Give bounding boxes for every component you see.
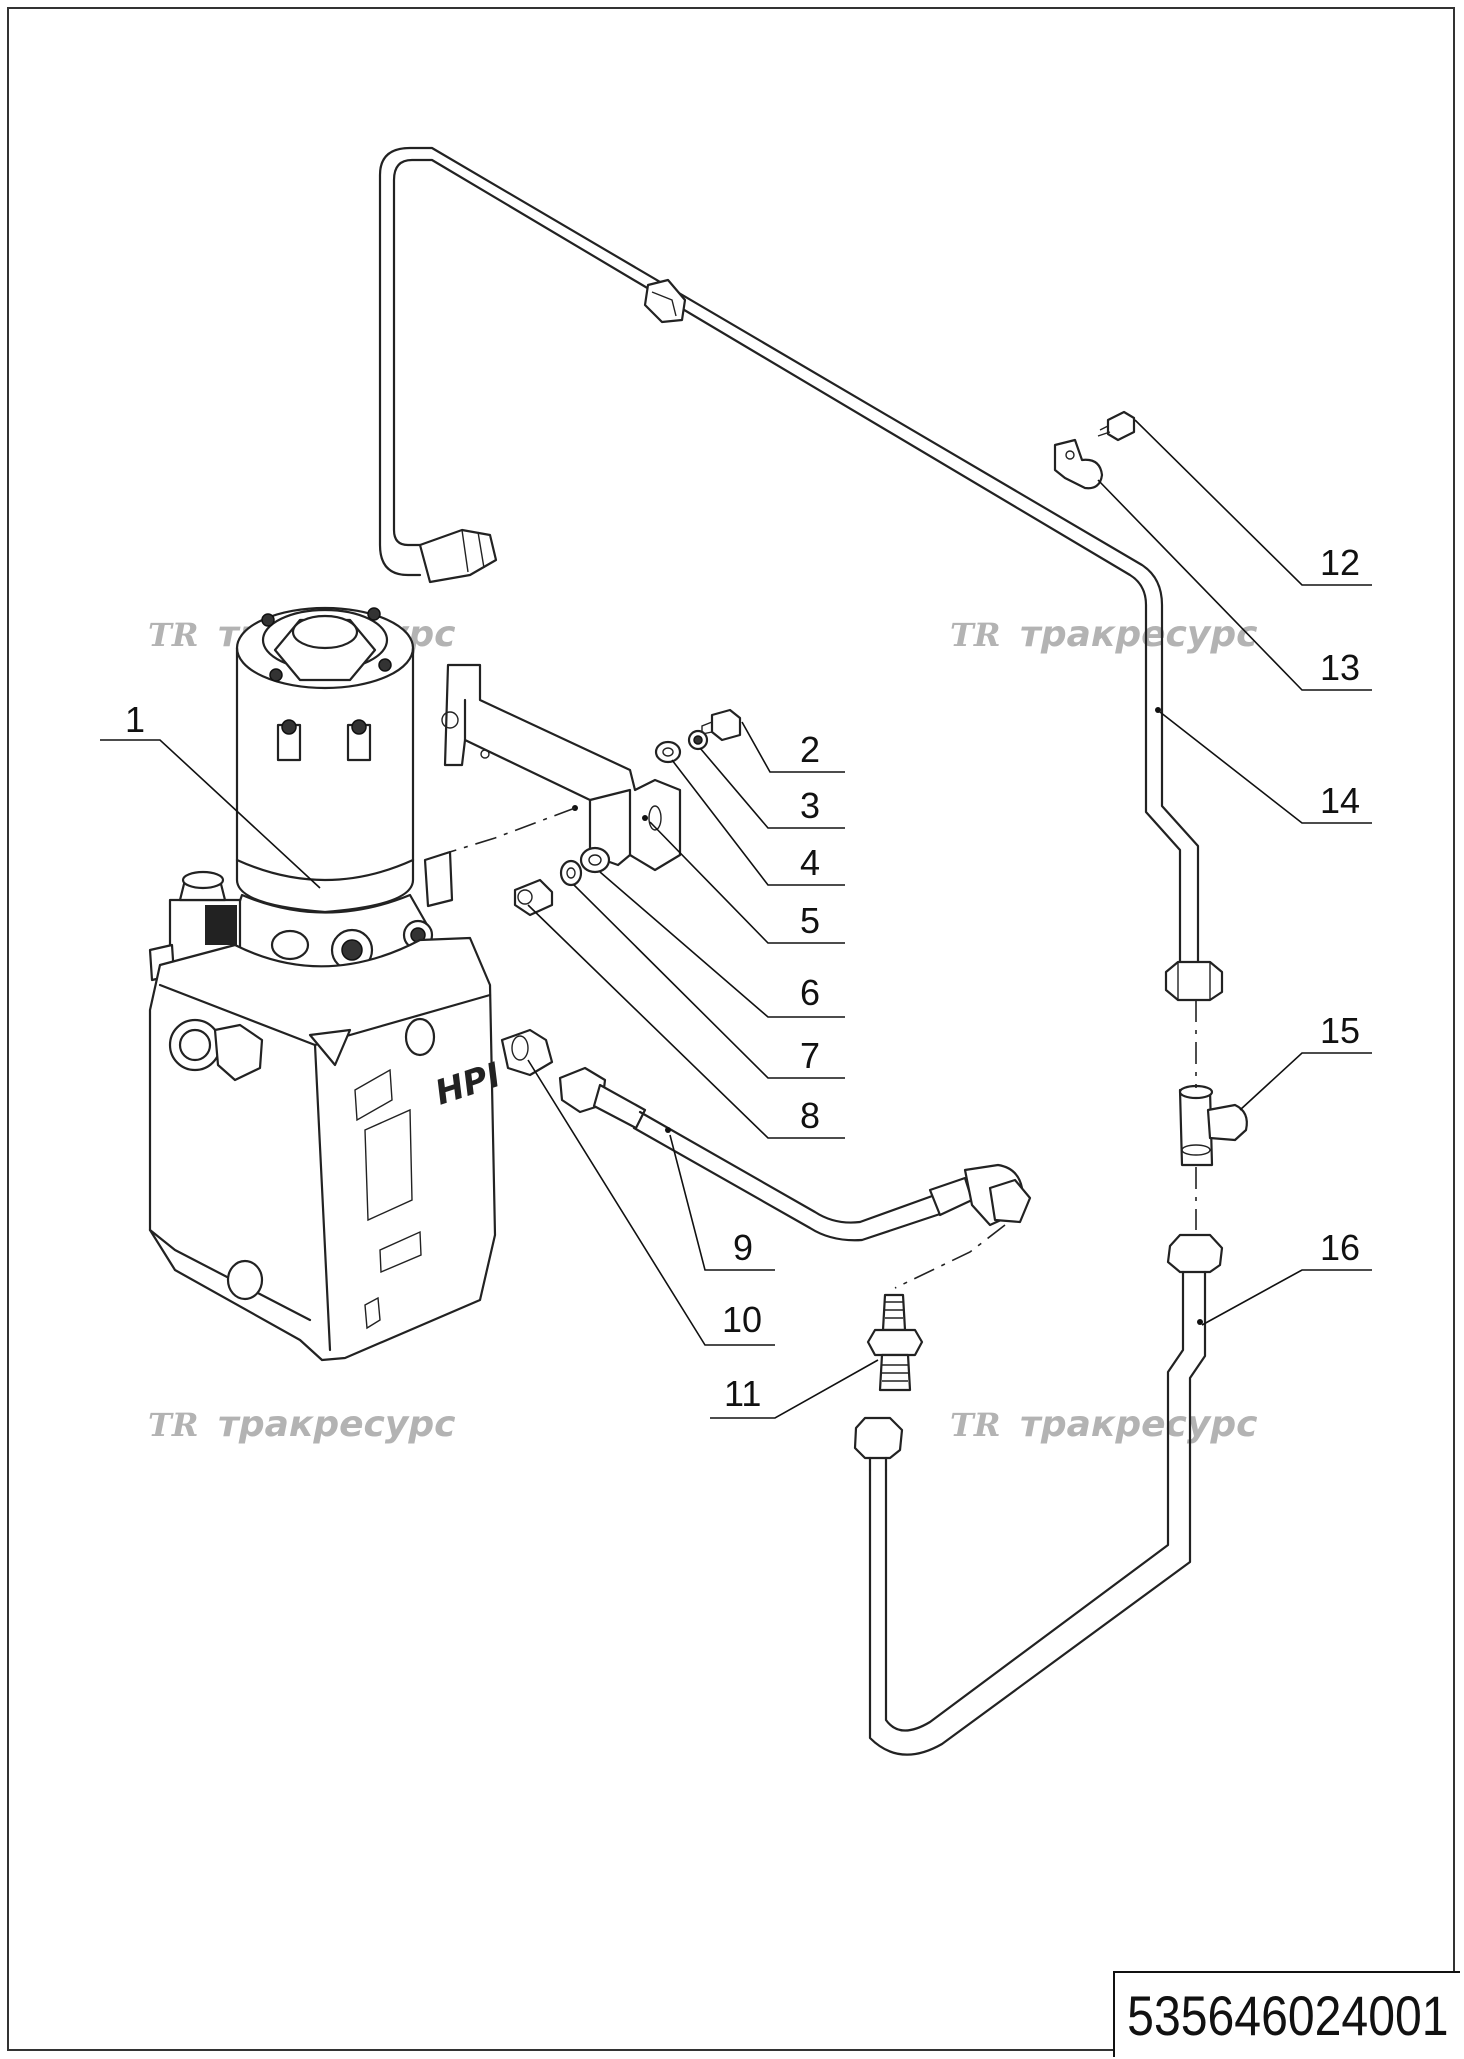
assembly-line-bracket bbox=[439, 807, 576, 856]
pressure-pipe-16 bbox=[853, 1233, 1224, 1756]
pressure-pipe-14 bbox=[378, 146, 1224, 1002]
hose-9 bbox=[500, 1028, 1032, 1242]
watermark-logo: TR bbox=[148, 1406, 198, 1444]
watermark-text: тракресурс bbox=[1020, 614, 1257, 655]
leader-lines bbox=[100, 419, 1372, 1419]
clip-13 bbox=[1053, 438, 1104, 490]
washer-3 bbox=[687, 729, 709, 751]
washer-6 bbox=[579, 846, 611, 874]
watermark-text: тракресурс bbox=[1020, 1404, 1257, 1445]
callout-2: 2 bbox=[800, 729, 820, 770]
watermark-text: тракресурс bbox=[218, 1404, 455, 1445]
callout-10: 10 bbox=[722, 1299, 762, 1340]
part-number-box: 535646024001 bbox=[1113, 1971, 1460, 2057]
callout-12: 12 bbox=[1320, 542, 1360, 583]
callout-numbers: 1 2 3 4 5 6 7 8 9 10 11 12 13 14 15 16 bbox=[125, 542, 1360, 1414]
callout-1: 1 bbox=[125, 699, 145, 740]
callout-14: 14 bbox=[1320, 780, 1360, 821]
mounting-bracket-5 bbox=[441, 663, 682, 872]
callout-8: 8 bbox=[800, 1095, 820, 1136]
bolt-8 bbox=[513, 878, 554, 917]
callout-9: 9 bbox=[733, 1227, 753, 1268]
callout-15: 15 bbox=[1320, 1010, 1360, 1051]
watermark-bottom-right: TR тракресурс bbox=[950, 1404, 1257, 1445]
watermark-logo: TR bbox=[950, 1406, 1000, 1444]
watermark-logo: TR bbox=[148, 616, 198, 654]
bolt-12 bbox=[1097, 410, 1136, 442]
callout-4: 4 bbox=[800, 842, 820, 883]
adapter-11 bbox=[866, 1293, 924, 1392]
part-number: 535646024001 bbox=[1126, 1983, 1449, 2047]
tee-fitting-15 bbox=[1178, 1084, 1248, 1167]
washer-7 bbox=[559, 859, 583, 887]
callout-3: 3 bbox=[800, 785, 820, 826]
callout-7: 7 bbox=[800, 1035, 820, 1076]
callout-11: 11 bbox=[724, 1373, 761, 1414]
watermark-bottom-left: TR тракресурс bbox=[148, 1404, 455, 1445]
watermark-logo: TR bbox=[950, 616, 1000, 654]
callout-13: 13 bbox=[1320, 647, 1360, 688]
callout-16: 16 bbox=[1320, 1227, 1360, 1268]
hydraulic-power-unit-1: HPI bbox=[148, 606, 506, 1362]
callout-5: 5 bbox=[800, 900, 820, 941]
washer-4 bbox=[654, 740, 682, 764]
callout-6: 6 bbox=[800, 972, 820, 1013]
bolt-2 bbox=[701, 708, 742, 742]
watermark-top-right: TR тракресурс bbox=[950, 614, 1257, 655]
assembly-line-hose bbox=[894, 1224, 1006, 1289]
